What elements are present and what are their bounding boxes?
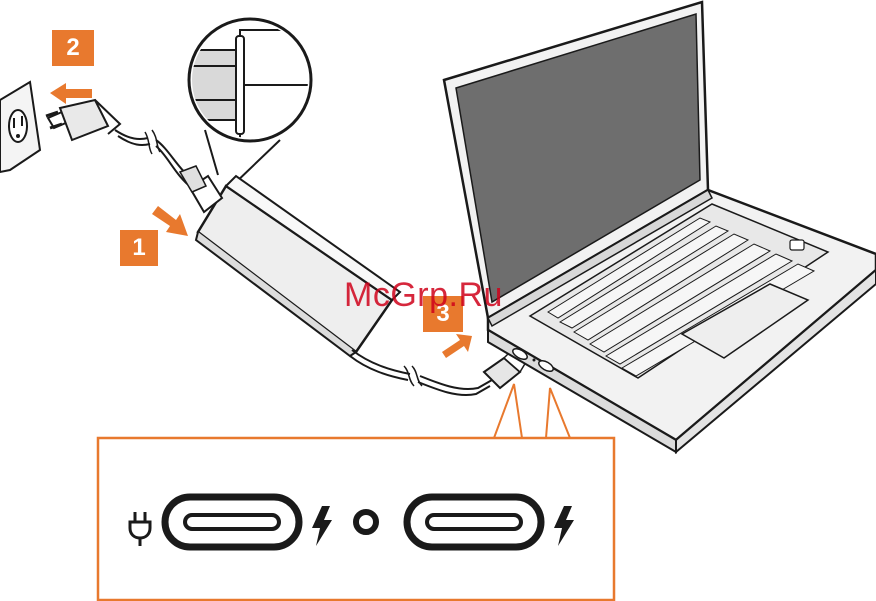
usb-c-port-icon	[165, 497, 299, 547]
status-indicator-dot	[356, 512, 376, 532]
connector-zoom-callout	[185, 19, 311, 186]
watermark: McGrp.Ru	[344, 276, 503, 315]
power-plug	[46, 100, 120, 140]
arrow-step-3	[442, 334, 472, 358]
wall-outlet	[0, 82, 40, 172]
right-port-detail	[407, 497, 574, 547]
lightning-bolt-icon	[554, 506, 574, 546]
arrow-step-2	[50, 83, 92, 104]
ports-callout-leader	[98, 384, 614, 438]
power-adapter	[180, 166, 400, 356]
power-plug-icon	[130, 512, 150, 546]
laptop	[444, 2, 876, 452]
step-1-badge: 1	[120, 230, 158, 266]
left-port-detail	[130, 497, 332, 547]
step-2-badge: 2	[52, 30, 94, 66]
dc-cable	[350, 350, 492, 395]
usb-c-port-icon	[407, 497, 541, 547]
lightning-bolt-icon	[312, 506, 332, 546]
